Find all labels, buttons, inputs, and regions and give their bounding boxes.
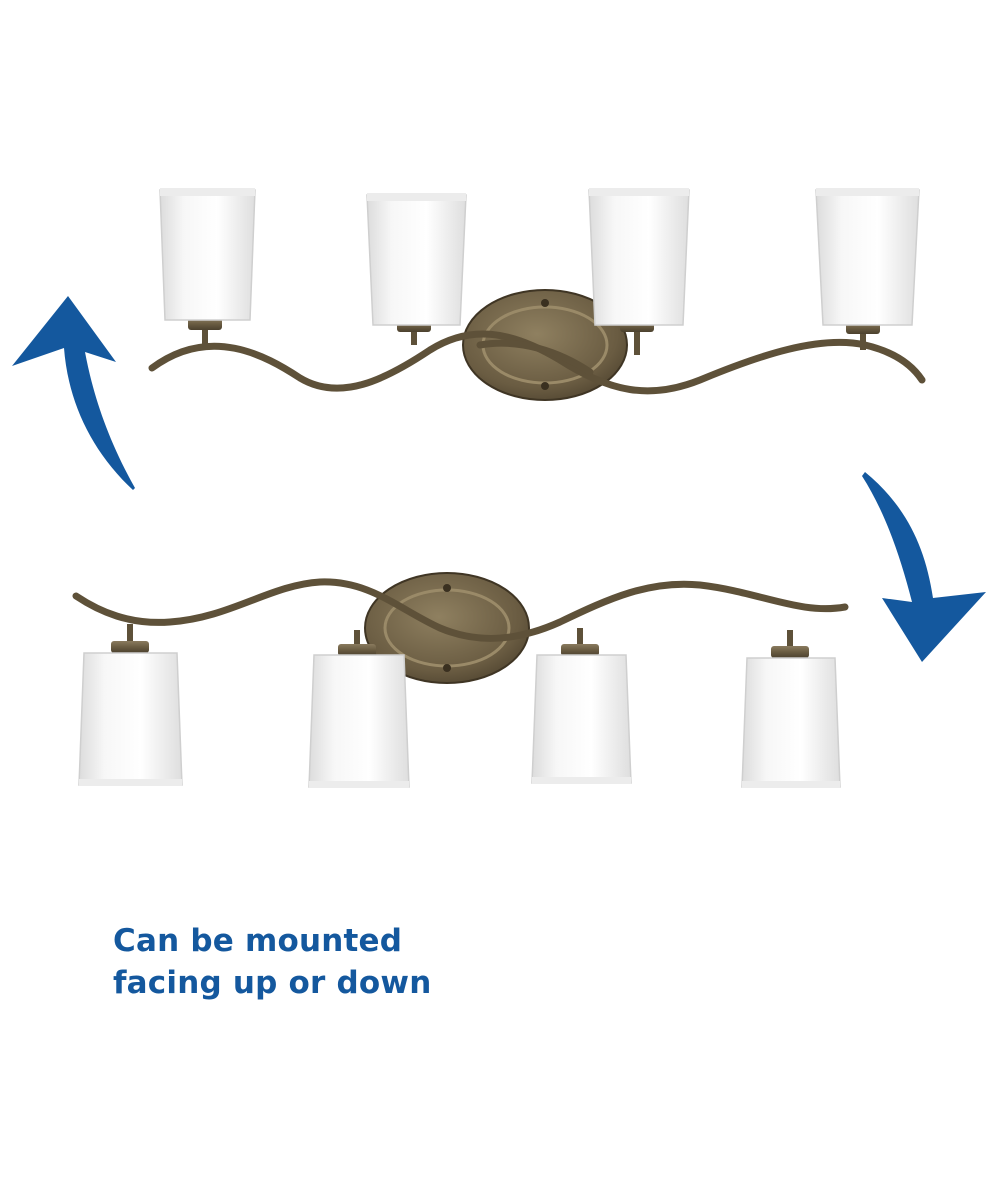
wavy-arm (72, 578, 849, 642)
glass-shade (366, 193, 467, 326)
caption-line-1: Can be mounted (113, 923, 403, 959)
glass-shade (78, 652, 183, 786)
mounting-caption: Can be mounted facing up or down (113, 920, 713, 1004)
glass-shade (159, 188, 256, 321)
glass-shade (741, 657, 841, 788)
fixture-facing-down (72, 572, 849, 788)
curved-arrow-up-icon (12, 296, 135, 490)
glass-shade (531, 654, 632, 784)
caption-line-2: facing up or down (113, 965, 432, 1001)
glass-shade (815, 188, 920, 326)
fixture-facing-up (148, 188, 926, 401)
glass-shade (588, 188, 690, 326)
curved-arrow-down-icon (862, 472, 986, 662)
glass-shade (308, 654, 410, 788)
